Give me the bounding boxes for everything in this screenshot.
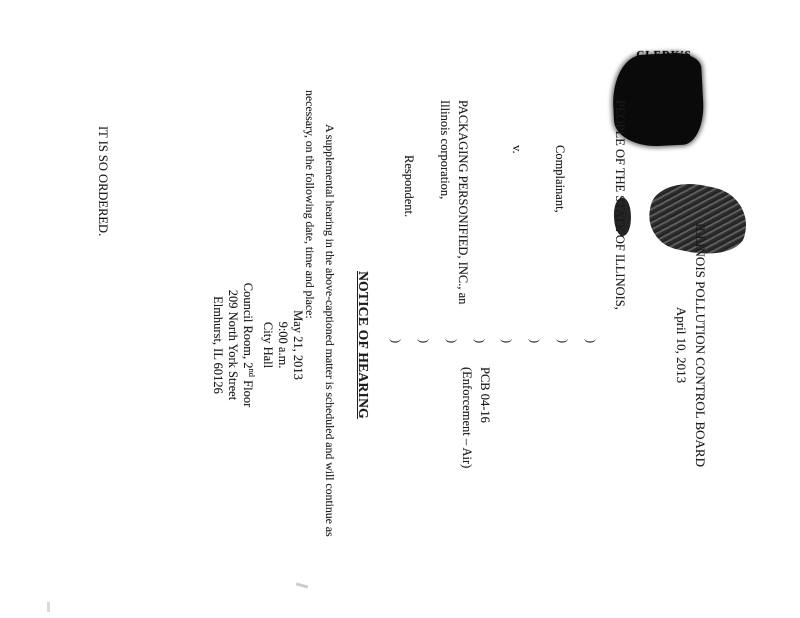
caption-paren-column: ) ) ) ) ) ) ) ) <box>389 339 598 344</box>
hearing-room: Council Room, 2nd Floor <box>240 90 259 600</box>
hearing-room-text: Council Room, 2 <box>241 282 256 369</box>
caption-paren: ) <box>556 339 571 344</box>
notice-title: NOTICE OF HEARING <box>356 271 371 419</box>
hearing-date: May 21, 2013 <box>291 310 305 380</box>
caption-paren: ) <box>500 339 515 344</box>
case-type: (Enforcement – Air) <box>460 367 474 469</box>
caption-paren: ) <box>584 339 598 344</box>
caption-respondent-name-line1: PACKAGING PERSONIFIED, INC., an <box>456 100 470 305</box>
caption-complainant-label: Complainant, <box>553 145 567 213</box>
caption-complainant-name: PEOPLE OF THE STATE OF ILLINOIS, <box>613 100 627 310</box>
caption-paren: ) <box>444 339 459 344</box>
court-header: ILLINOIS POLLUTION CONTROL BOARD April 1… <box>672 90 710 600</box>
document-date: April 10, 2013 <box>674 306 689 384</box>
body-paragraph: A supplemental hearing in the above-capt… <box>300 90 339 602</box>
notice-title-row: NOTICE OF HEARING <box>354 90 372 600</box>
hearing-location: City Hall <box>260 321 275 369</box>
court-name: ILLINOIS POLLUTION CONTROL BOARD <box>693 223 708 467</box>
case-block: PCB 04-16 (Enforcement – Air) <box>458 367 494 468</box>
caption-versus: v. <box>510 145 524 154</box>
scan-speck <box>47 602 50 612</box>
hearing-room-superscript: nd <box>247 368 258 378</box>
hearing-street: 209 North York Street <box>226 289 241 401</box>
caption-respondent-name-line2: Illinois corporation, <box>438 100 452 200</box>
hearing-details: May 21, 2013 9:00 a.m. City Hall Council… <box>210 90 305 600</box>
caption-paren: ) <box>472 339 487 344</box>
caption-paren: ) <box>389 339 404 344</box>
hearing-room-text-end: Floor <box>241 377 256 408</box>
caption-respondent-label: Respondent. <box>402 155 416 218</box>
body-line-1: A supplemental hearing in the above-capt… <box>323 124 337 537</box>
case-number: PCB 04-16 <box>478 367 492 423</box>
caption-paren: ) <box>416 339 431 344</box>
hearing-city: Elmhurst, IL 60126 <box>210 296 225 394</box>
closing-statement: IT IS SO ORDERED. <box>96 126 110 237</box>
hearing-time: 9:00 a.m. <box>275 321 290 369</box>
caption-paren: ) <box>528 339 543 344</box>
